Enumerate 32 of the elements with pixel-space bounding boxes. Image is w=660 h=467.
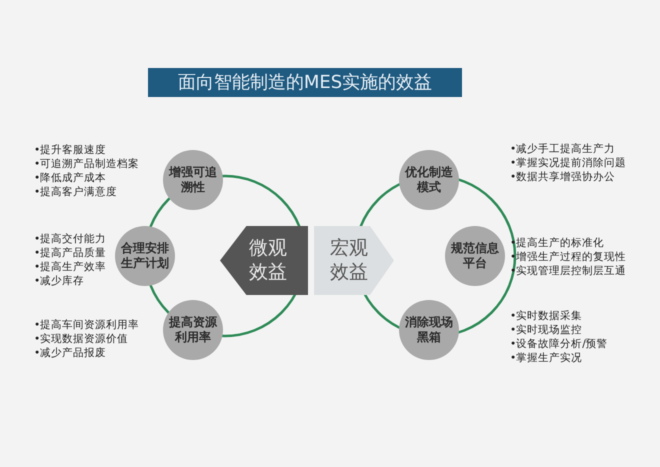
- bullet-item: •提高客户满意度: [34, 185, 118, 199]
- bullet-item: •实时现场监控: [510, 323, 584, 337]
- bullet-item: •提高生产效率: [34, 260, 108, 274]
- bullet-item: •实时数据采集: [510, 309, 584, 323]
- node-label: 宏观效益: [329, 236, 369, 284]
- node-label: 合理安排生产计划: [120, 241, 170, 271]
- arrow-shape: [314, 226, 394, 295]
- node-label: 优化制造模式: [404, 165, 454, 195]
- bullet-item: •掌握实况提前消除问题: [510, 156, 628, 170]
- bullet-item: •实现数据资源价值: [34, 332, 130, 346]
- bullet-item: •实现管理层控制层互通: [510, 264, 628, 278]
- bullet-item: •提升客服速度: [34, 143, 108, 157]
- bullet-item: •设备故障分析/预警: [510, 337, 609, 351]
- bullet-item: •提高产品质量: [34, 246, 108, 260]
- bullet-item: •增强生产过程的复现性: [510, 250, 628, 264]
- bullet-item: •减少手工提高生产力: [510, 142, 616, 156]
- bullet-item: •数据共享增强协办公: [510, 170, 616, 184]
- bullet-item: •减少库存: [34, 274, 86, 288]
- bullet-item: •减少产品报废: [34, 346, 108, 360]
- node-label: 规范信息平台: [450, 241, 500, 271]
- node-label: 微观效益: [248, 236, 288, 284]
- bullet-item: •掌握生产实况: [510, 351, 584, 365]
- node-label: 增强可追溯性: [168, 165, 218, 195]
- arrow-shape: [220, 226, 308, 295]
- bullet-item: •提高车间资源利用率: [34, 318, 140, 332]
- node-label: 消除现场黑箱: [404, 315, 454, 345]
- bullet-item: •可追溯产品制造档案: [34, 157, 140, 171]
- node-label: 提高资源利用率: [168, 315, 218, 345]
- bullet-item: •降低成产成本: [34, 171, 108, 185]
- bullet-item: •提高生产的标准化: [510, 236, 606, 250]
- bullet-item: •提高交付能力: [34, 232, 108, 246]
- title-banner: 面向智能制造的MES实施的效益: [148, 68, 462, 97]
